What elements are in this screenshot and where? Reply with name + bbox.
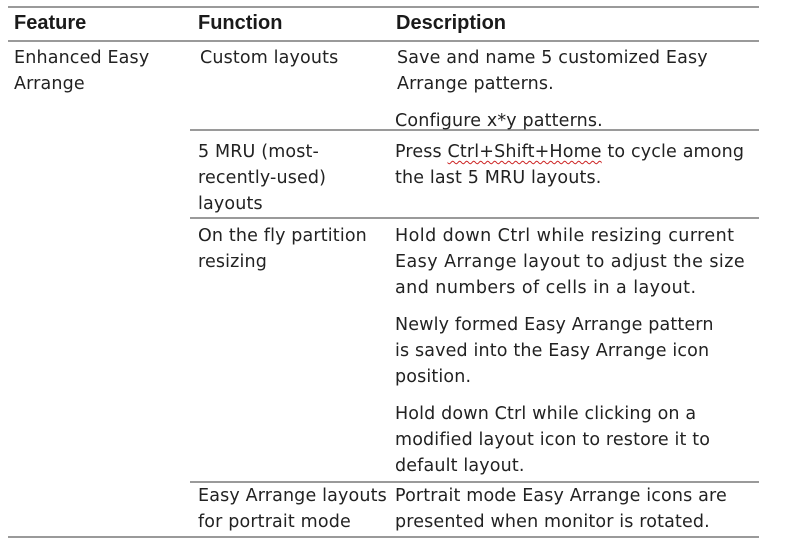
description-cell-custom-layouts: Save and name 5 customized Easy Arrange … bbox=[397, 45, 708, 97]
shortcut-suffix: to cycle among bbox=[601, 142, 745, 162]
description-cell-restore-layout: Hold down Ctrl while clicking on a modif… bbox=[395, 401, 710, 478]
row-divider-1 bbox=[190, 129, 759, 131]
row-divider-2 bbox=[190, 217, 759, 219]
description-line: Configure x*y patterns. bbox=[395, 111, 603, 130]
column-header-feature: Feature bbox=[14, 12, 87, 34]
function-line: 5 MRU (most- bbox=[198, 142, 320, 162]
feature-cell: Enhanced Easy Arrange bbox=[14, 45, 149, 97]
function-line: resizing bbox=[198, 252, 268, 272]
description-line: Portrait mode Easy Arrange icons are bbox=[395, 486, 727, 506]
function-line: recently-used) bbox=[198, 168, 327, 188]
description-line: Press Ctrl+Shift+Home to cycle among bbox=[395, 139, 744, 165]
description-line: Newly formed Easy Arrange pattern bbox=[395, 315, 714, 335]
description-line: Hold down Ctrl while clicking on a bbox=[395, 404, 697, 424]
description-line: Hold down Ctrl while resizing current bbox=[395, 226, 735, 246]
function-cell-partition-resizing: On the fly partition resizing bbox=[198, 223, 367, 275]
description-cell-configure-patterns: Configure x*y patterns. bbox=[395, 108, 603, 130]
description-line: the last 5 MRU layouts. bbox=[395, 168, 602, 188]
function-cell-custom-layouts: Custom layouts bbox=[200, 45, 338, 71]
description-line: is saved into the Easy Arrange icon bbox=[395, 341, 710, 361]
description-line: presented when monitor is rotated. bbox=[395, 512, 710, 532]
description-line: default layout. bbox=[395, 456, 525, 476]
function-line: for portrait mode bbox=[198, 512, 351, 532]
function-line: layouts bbox=[198, 194, 263, 214]
column-header-function: Function bbox=[198, 12, 283, 34]
keyboard-shortcut: Ctrl+Shift+Home bbox=[447, 142, 602, 162]
row-divider-3 bbox=[190, 481, 759, 483]
column-header-description: Description bbox=[396, 12, 507, 34]
function-cell-mru-layouts: 5 MRU (most- recently-used) layouts bbox=[198, 139, 326, 217]
description-line: and numbers of cells in a layout. bbox=[395, 278, 697, 298]
description-cell-new-pattern: Newly formed Easy Arrange pattern is sav… bbox=[395, 312, 714, 390]
description-cell-mru-layouts: Press Ctrl+Shift+Home to cycle among the… bbox=[395, 139, 744, 191]
description-cell-partition-resizing: Hold down Ctrl while resizing current Ea… bbox=[395, 223, 745, 301]
table-bottom-rule bbox=[8, 536, 759, 538]
description-line: Save and name 5 customized Easy bbox=[397, 48, 708, 68]
description-cell-portrait-mode: Portrait mode Easy Arrange icons are pre… bbox=[395, 483, 727, 535]
description-line: modified layout icon to restore it to bbox=[395, 430, 711, 450]
function-line: Custom layouts bbox=[200, 48, 339, 68]
shortcut-prefix: Press bbox=[395, 142, 448, 162]
header-bottom-rule bbox=[8, 40, 759, 42]
function-cell-portrait-mode: Easy Arrange layouts for portrait mode bbox=[198, 483, 387, 535]
description-line: Arrange patterns. bbox=[397, 74, 554, 94]
function-line: Easy Arrange layouts bbox=[198, 486, 387, 506]
description-line: Easy Arrange layout to adjust the size bbox=[395, 252, 746, 272]
description-line: position. bbox=[395, 367, 472, 387]
feature-line: Arrange bbox=[14, 74, 85, 94]
table-top-rule bbox=[8, 6, 759, 8]
feature-line: Enhanced Easy bbox=[14, 48, 150, 68]
function-line: On the fly partition bbox=[198, 226, 367, 246]
